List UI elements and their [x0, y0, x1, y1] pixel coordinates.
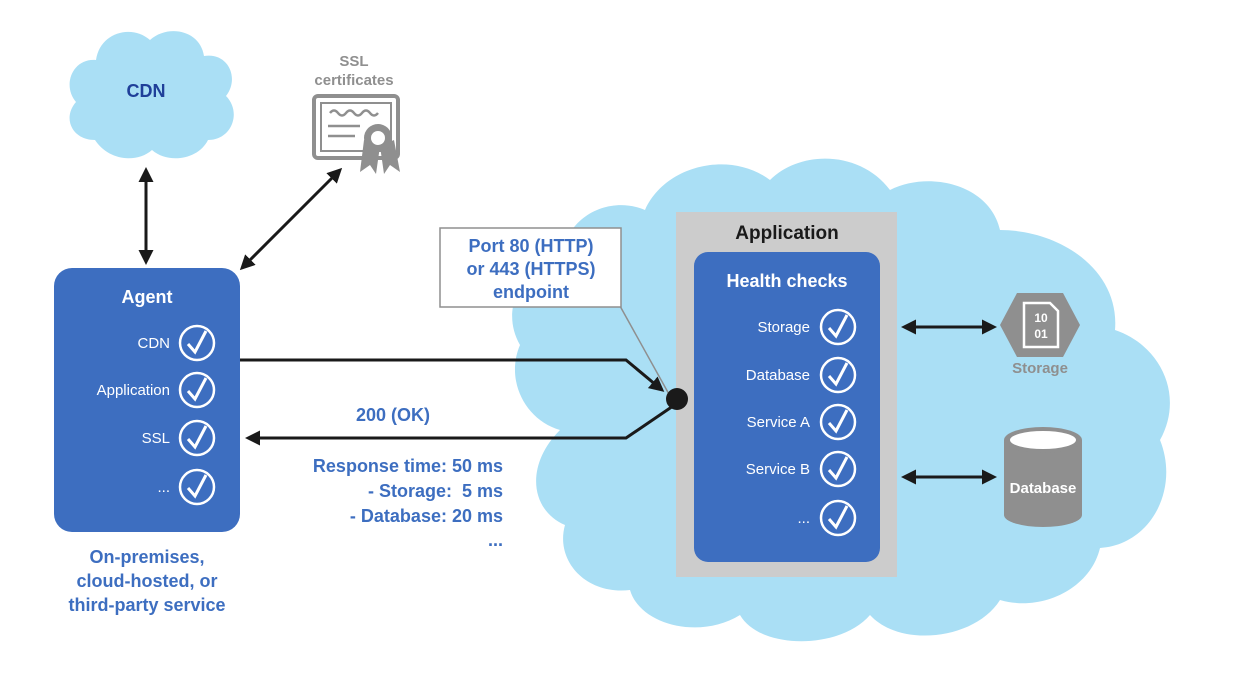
application-title: Application	[735, 223, 838, 244]
agent-check-item: Application	[97, 371, 216, 409]
check-circle-icon	[819, 308, 857, 346]
application-box: Application Health checks Storage Databa…	[676, 212, 897, 577]
health-checks-title: Health checks	[726, 271, 847, 291]
database-cylinder-icon	[1004, 427, 1082, 527]
agent-check-label: Application	[97, 382, 170, 399]
response-line: - Database: 20 ms	[350, 506, 503, 526]
response-details: 200 (OK) Response time: 50 ms - Storage:…	[313, 405, 503, 550]
health-check-label: Database	[746, 367, 810, 384]
database-label: Database	[1010, 480, 1077, 497]
storage: 10 01 Storage	[1000, 293, 1080, 377]
check-circle-icon	[178, 419, 216, 457]
ssl-certificates: SSL certificates	[312, 53, 400, 174]
storage-hexagon-icon: 10 01	[1000, 293, 1080, 357]
cloud-icon	[69, 31, 234, 159]
response-line: Response time: 50 ms	[313, 456, 503, 476]
storage-label: Storage	[1012, 360, 1068, 377]
certificate-icon	[312, 94, 400, 174]
health-check-label: ...	[797, 510, 810, 527]
check-circle-icon	[819, 356, 857, 394]
endpoint-line: endpoint	[493, 282, 569, 302]
check-circle-icon	[819, 499, 857, 537]
request-arrow	[240, 358, 665, 392]
agent-caption-line: cloud-hosted, or	[77, 571, 218, 591]
health-check-label: Service B	[746, 461, 810, 478]
endpoint-dot	[666, 388, 688, 410]
health-check-label: Service A	[747, 414, 810, 431]
ssl-label-line2: certificates	[314, 72, 393, 89]
response-status: 200 (OK)	[356, 405, 430, 425]
agent-check-label: SSL	[142, 430, 170, 447]
check-circle-icon	[178, 324, 216, 362]
agent-check-label: CDN	[138, 335, 171, 352]
check-circle-icon	[819, 403, 857, 441]
database: Database	[1004, 427, 1082, 527]
check-circle-icon	[178, 371, 216, 409]
agent-caption: On-premises, cloud-hosted, or third-part…	[68, 547, 225, 615]
agent-check-item: SSL	[142, 419, 216, 457]
agent-check-item: ...	[157, 468, 216, 506]
check-circle-icon	[178, 468, 216, 506]
cdn-cloud: CDN	[69, 31, 234, 159]
agent-box: Agent CDN Application SSL ...	[54, 268, 240, 532]
health-check-item: ...	[797, 499, 857, 537]
check-circle-icon	[819, 450, 857, 488]
response-line: - Storage: 5 ms	[368, 481, 503, 501]
health-check-item: Storage	[757, 308, 857, 346]
storage-bits-bottom: 01	[1034, 327, 1048, 341]
response-arrow	[245, 402, 677, 446]
storage-bits-top: 10	[1034, 311, 1048, 325]
endpoint-line: or 443 (HTTPS)	[466, 259, 595, 279]
agent-caption-line: third-party service	[68, 595, 225, 615]
endpoint-callout: Port 80 (HTTP) or 443 (HTTPS) endpoint	[439, 227, 671, 397]
agent-check-label: ...	[157, 479, 170, 496]
agent-check-item: CDN	[138, 324, 216, 362]
ssl-label-line1: SSL	[339, 53, 368, 70]
health-check-label: Storage	[757, 319, 810, 336]
cdn-label: CDN	[127, 81, 166, 101]
response-line: ...	[488, 530, 503, 550]
agent-caption-line: On-premises,	[89, 547, 204, 567]
health-check-item: Database	[746, 356, 857, 394]
health-check-item: Service A	[747, 403, 857, 441]
health-check-item: Service B	[746, 450, 857, 488]
agent-title: Agent	[122, 287, 173, 307]
ssl-agent-arrow	[239, 167, 343, 271]
endpoint-line: Port 80 (HTTP)	[468, 236, 593, 256]
